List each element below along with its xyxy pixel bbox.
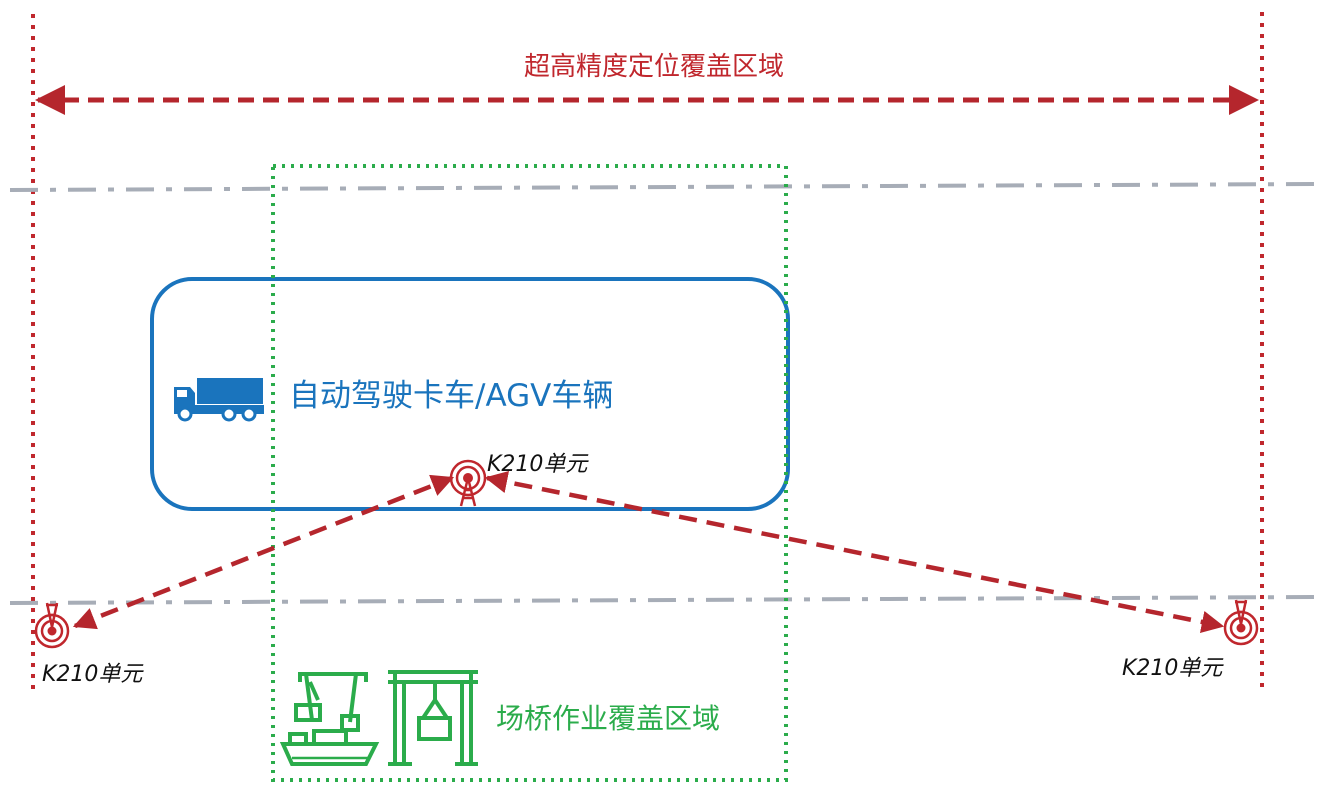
road-line-lower	[9, 595, 1323, 605]
radio-tower-icon	[449, 459, 487, 507]
coverage-title: 超高精度定位覆盖区域	[523, 52, 784, 82]
k210-unit-right-label: K210单元	[1122, 656, 1223, 681]
radio-tower-icon	[1223, 599, 1259, 646]
gantry-crane-icon	[388, 670, 478, 766]
radio-tower-icon	[34, 602, 70, 649]
crane-ship-icon	[279, 672, 380, 766]
truck-icon	[174, 378, 264, 422]
link-center-right	[484, 470, 1225, 634]
vehicle-zone-label: 自动驾驶卡车/AGV车辆	[289, 378, 614, 414]
link-left-center	[72, 474, 455, 630]
road-line-upper	[9, 182, 1323, 192]
crane-zone-label: 场桥作业覆盖区域	[496, 702, 721, 735]
k210-unit-center-label: K210单元	[487, 452, 588, 477]
k210-unit-left-label: K210单元	[42, 662, 143, 687]
